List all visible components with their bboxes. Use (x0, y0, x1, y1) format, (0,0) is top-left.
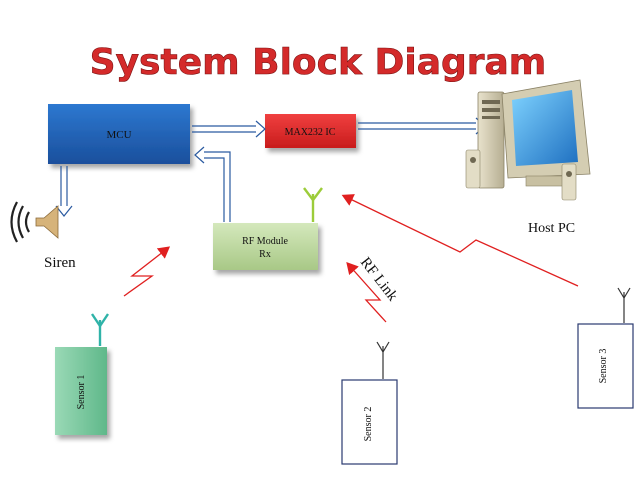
desktop-computer-icon (465, 79, 591, 201)
page-title: System Block Diagram (90, 42, 547, 83)
speaker-icon (10, 201, 59, 243)
rf-signal-zigzag-2 (346, 262, 387, 323)
antenna-icon (617, 287, 631, 323)
siren-label: Siren (44, 255, 76, 271)
sensor-2-block: Sensor 2 (341, 379, 398, 465)
max232-to-pc-arrow (358, 117, 486, 135)
mcu-to-max232-arrow (192, 120, 266, 138)
sensor-2-label: Sensor 2 (363, 407, 374, 442)
rf-link-label: RF Link (357, 255, 401, 305)
host-pc-label: Host PC (528, 221, 575, 236)
max232-block: MAX232 IC (265, 114, 356, 148)
antenna-icon (303, 187, 323, 222)
rf-module-sublabel: Rx (259, 249, 271, 260)
antenna-icon (376, 341, 390, 379)
rf-to-mcu-arrow (194, 146, 231, 222)
rf-module-label: RF Module (242, 236, 288, 247)
mcu-to-siren-arrow (55, 166, 73, 217)
sensor-1-block: Sensor 1 (55, 347, 107, 435)
mcu-label: MCU (106, 129, 131, 141)
rf-module-block: RF Module Rx (213, 223, 318, 270)
sensor-3-block: Sensor 3 (577, 323, 634, 409)
sensor-1-label: Sensor 1 (76, 375, 87, 410)
rf-signal-zigzag-3 (341, 194, 579, 287)
rf-signal-zigzag-1 (123, 246, 171, 297)
mcu-block: MCU (48, 104, 190, 164)
antenna-icon (91, 313, 109, 346)
sensor-3-label: Sensor 3 (598, 349, 609, 384)
max232-label: MAX232 IC (285, 127, 336, 138)
